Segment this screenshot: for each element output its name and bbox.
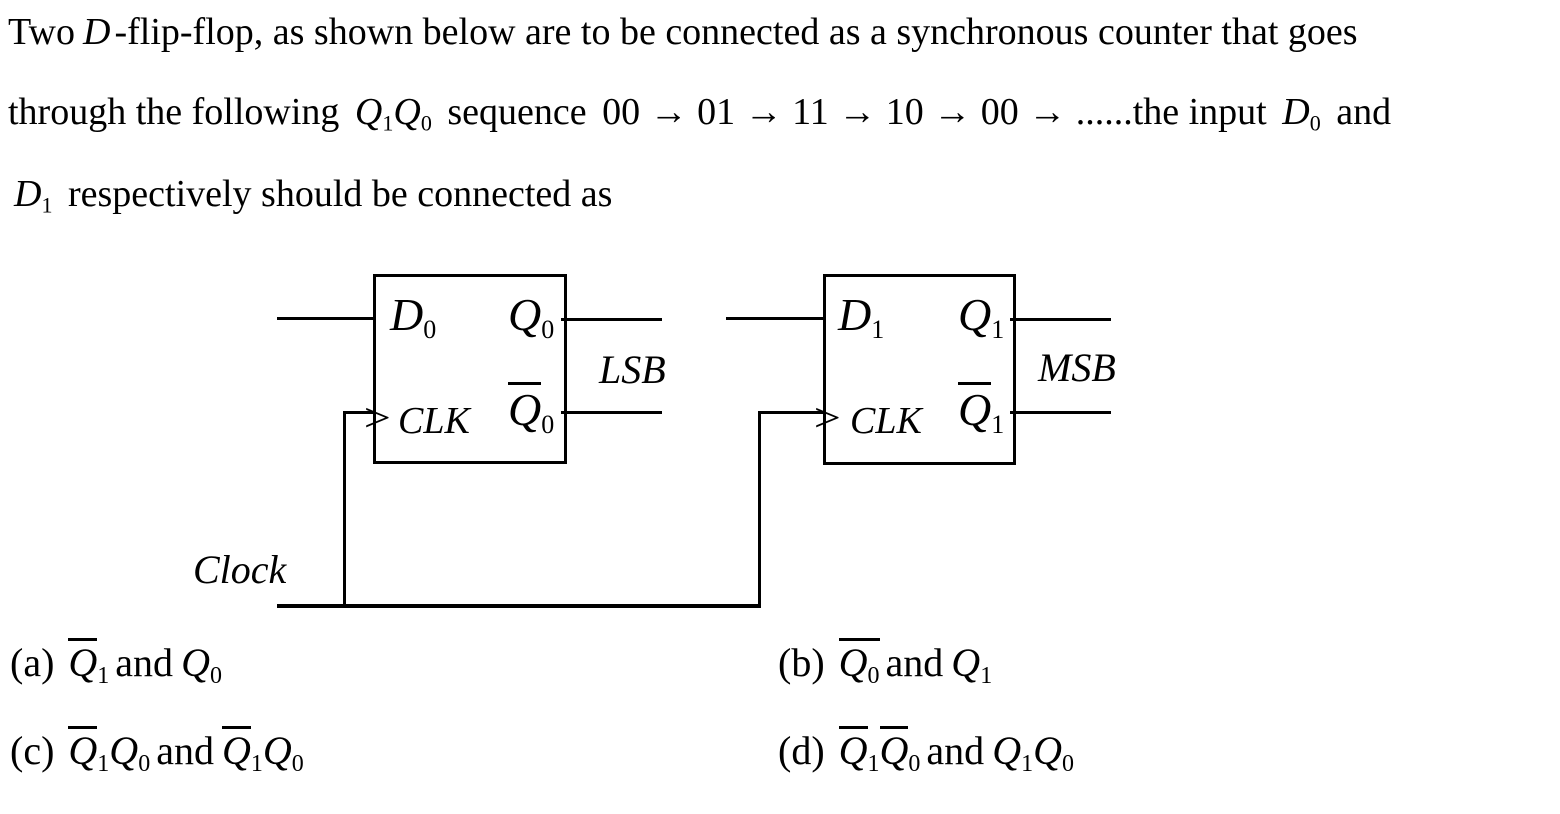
text-run: through the following	[8, 91, 340, 133]
ff0-clk-label: CLK	[398, 400, 470, 442]
math-term-Q1Q0: Q1Q0	[354, 91, 432, 136]
lsb-label: LSB	[599, 347, 666, 392]
text-run: sequence	[447, 91, 587, 133]
math-var-D0: D0	[1282, 91, 1321, 136]
wire-d0-input	[277, 317, 373, 320]
text-run: Two	[8, 11, 76, 53]
overline: Q	[68, 638, 98, 685]
overline: Q	[838, 726, 868, 773]
wire-clk1-riser	[758, 411, 761, 607]
flip-flop-1-box	[823, 274, 1016, 465]
ff0-q-output-label: Q0	[508, 289, 555, 344]
ff0-clock-edge-icon: >	[363, 395, 391, 440]
text-and: and	[156, 728, 214, 773]
text-run: respectively should be connected as	[67, 173, 613, 215]
option-a-label: (a)	[10, 640, 55, 685]
overline: Q	[879, 726, 909, 773]
math-var-D1: D1	[14, 173, 53, 218]
wire-d1-input	[726, 317, 823, 320]
ff1-q-output-label: Q1	[958, 289, 1005, 344]
ff0-qbar-output-label: Q0	[508, 382, 555, 439]
text-and: and	[885, 640, 944, 685]
ff1-clock-edge-icon: >	[813, 395, 841, 440]
ff1-qbar-output-label: Q1	[958, 382, 1005, 439]
text-and: and	[115, 640, 174, 685]
wire-q1-output	[1010, 318, 1111, 321]
question-text-line-2: through the following Q1Q0 sequence 00 →…	[8, 90, 1391, 137]
option-c-label: (c)	[10, 728, 55, 773]
overline: Q	[508, 382, 542, 435]
overline: Q	[68, 726, 98, 773]
option-b-label: (b)	[778, 640, 825, 685]
flip-flop-0-box	[373, 274, 567, 464]
ff1-clk-label: CLK	[850, 400, 922, 442]
text-run: the input	[1132, 91, 1267, 133]
question-text-line-3: D1 respectively should be connected as	[14, 172, 612, 219]
overline: Q	[958, 382, 992, 435]
wire-q0bar-output	[561, 411, 662, 414]
wire-clock-bus	[277, 604, 761, 608]
overline: Q0	[838, 638, 880, 690]
wire-clk0-riser	[343, 411, 346, 607]
wire-clk0-stub	[343, 411, 373, 414]
wire-q0-output	[561, 318, 662, 321]
msb-label: MSB	[1038, 345, 1116, 390]
math-var-D: D	[83, 11, 111, 53]
clock-label: Clock	[193, 547, 287, 592]
ff1-d-input-label: D1	[838, 289, 885, 344]
ff0-d-input-label: D0	[390, 289, 437, 344]
text-and: and	[926, 728, 985, 773]
wire-q1bar-output	[1010, 411, 1111, 414]
text-run: -flip-flop, as shown below are to be con…	[114, 11, 1358, 53]
wire-clk1-stub	[758, 411, 823, 414]
overline: Q	[221, 726, 251, 773]
option-d-label: (d)	[778, 728, 825, 773]
text-run: and	[1336, 91, 1392, 133]
math-sequence: 00 → 01 → 11 → 10 → 00 → ......	[602, 91, 1133, 133]
